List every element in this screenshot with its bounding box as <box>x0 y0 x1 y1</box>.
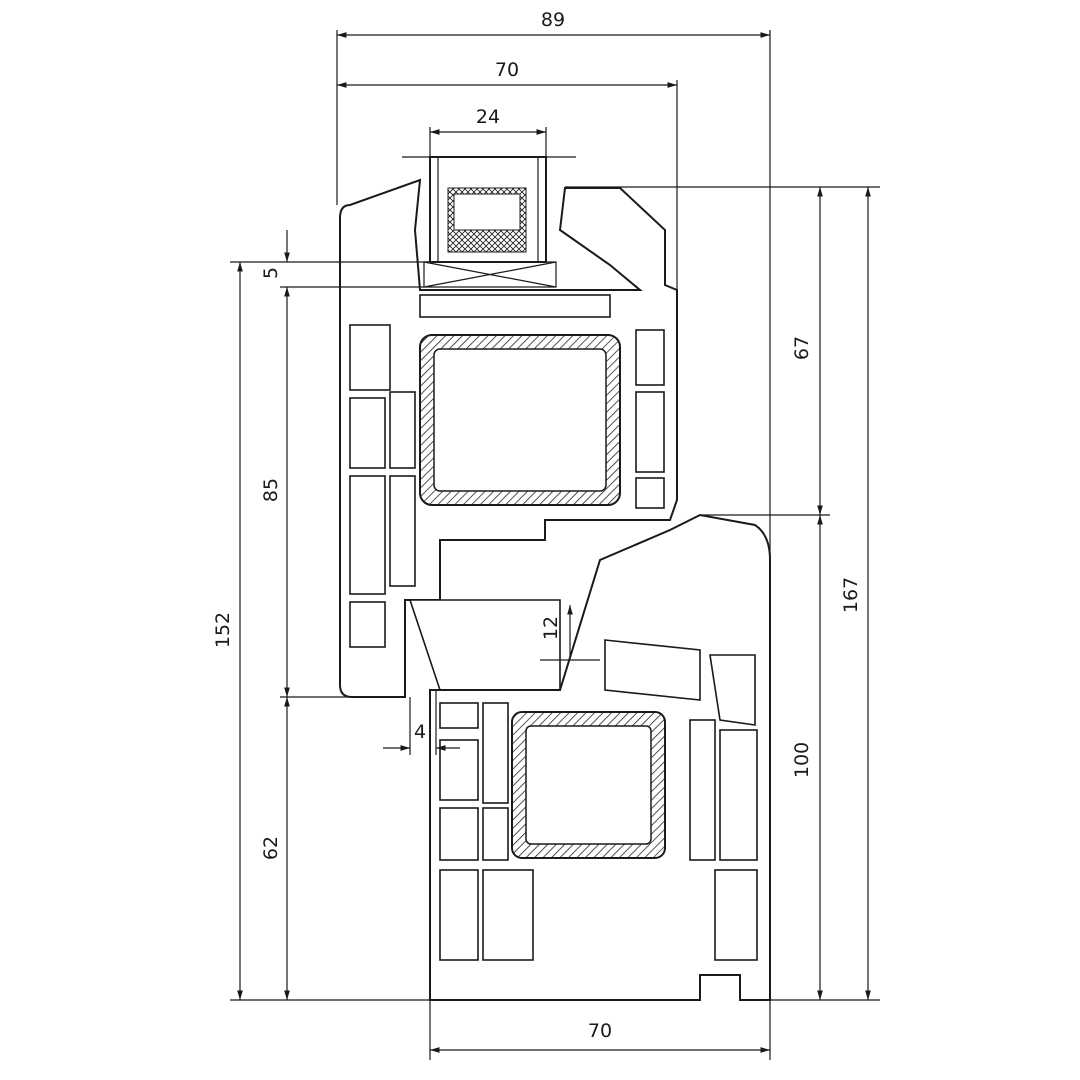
glazing-unit <box>402 156 576 288</box>
dim-overall-width: 89 <box>541 9 565 31</box>
dim-sash-upper: 67 <box>791 336 813 360</box>
dim-sash-height: 85 <box>260 478 282 502</box>
dim-frame-lower: 62 <box>260 836 282 860</box>
dim-total-right: 167 <box>840 577 862 613</box>
dim-overlap: 4 <box>414 721 426 743</box>
dim-sash-width: 70 <box>495 59 519 81</box>
dim-glazing-offset: 5 <box>260 267 282 279</box>
dim-rebate: 12 <box>540 616 562 640</box>
dim-glazing: 24 <box>476 106 500 128</box>
frame-profile <box>429 513 771 1001</box>
dimension-lines <box>230 30 880 1060</box>
sash-profile <box>339 178 678 698</box>
dim-frame-height: 100 <box>791 742 813 778</box>
dim-frame-width: 70 <box>588 1020 612 1042</box>
dim-total-left: 152 <box>212 612 234 648</box>
